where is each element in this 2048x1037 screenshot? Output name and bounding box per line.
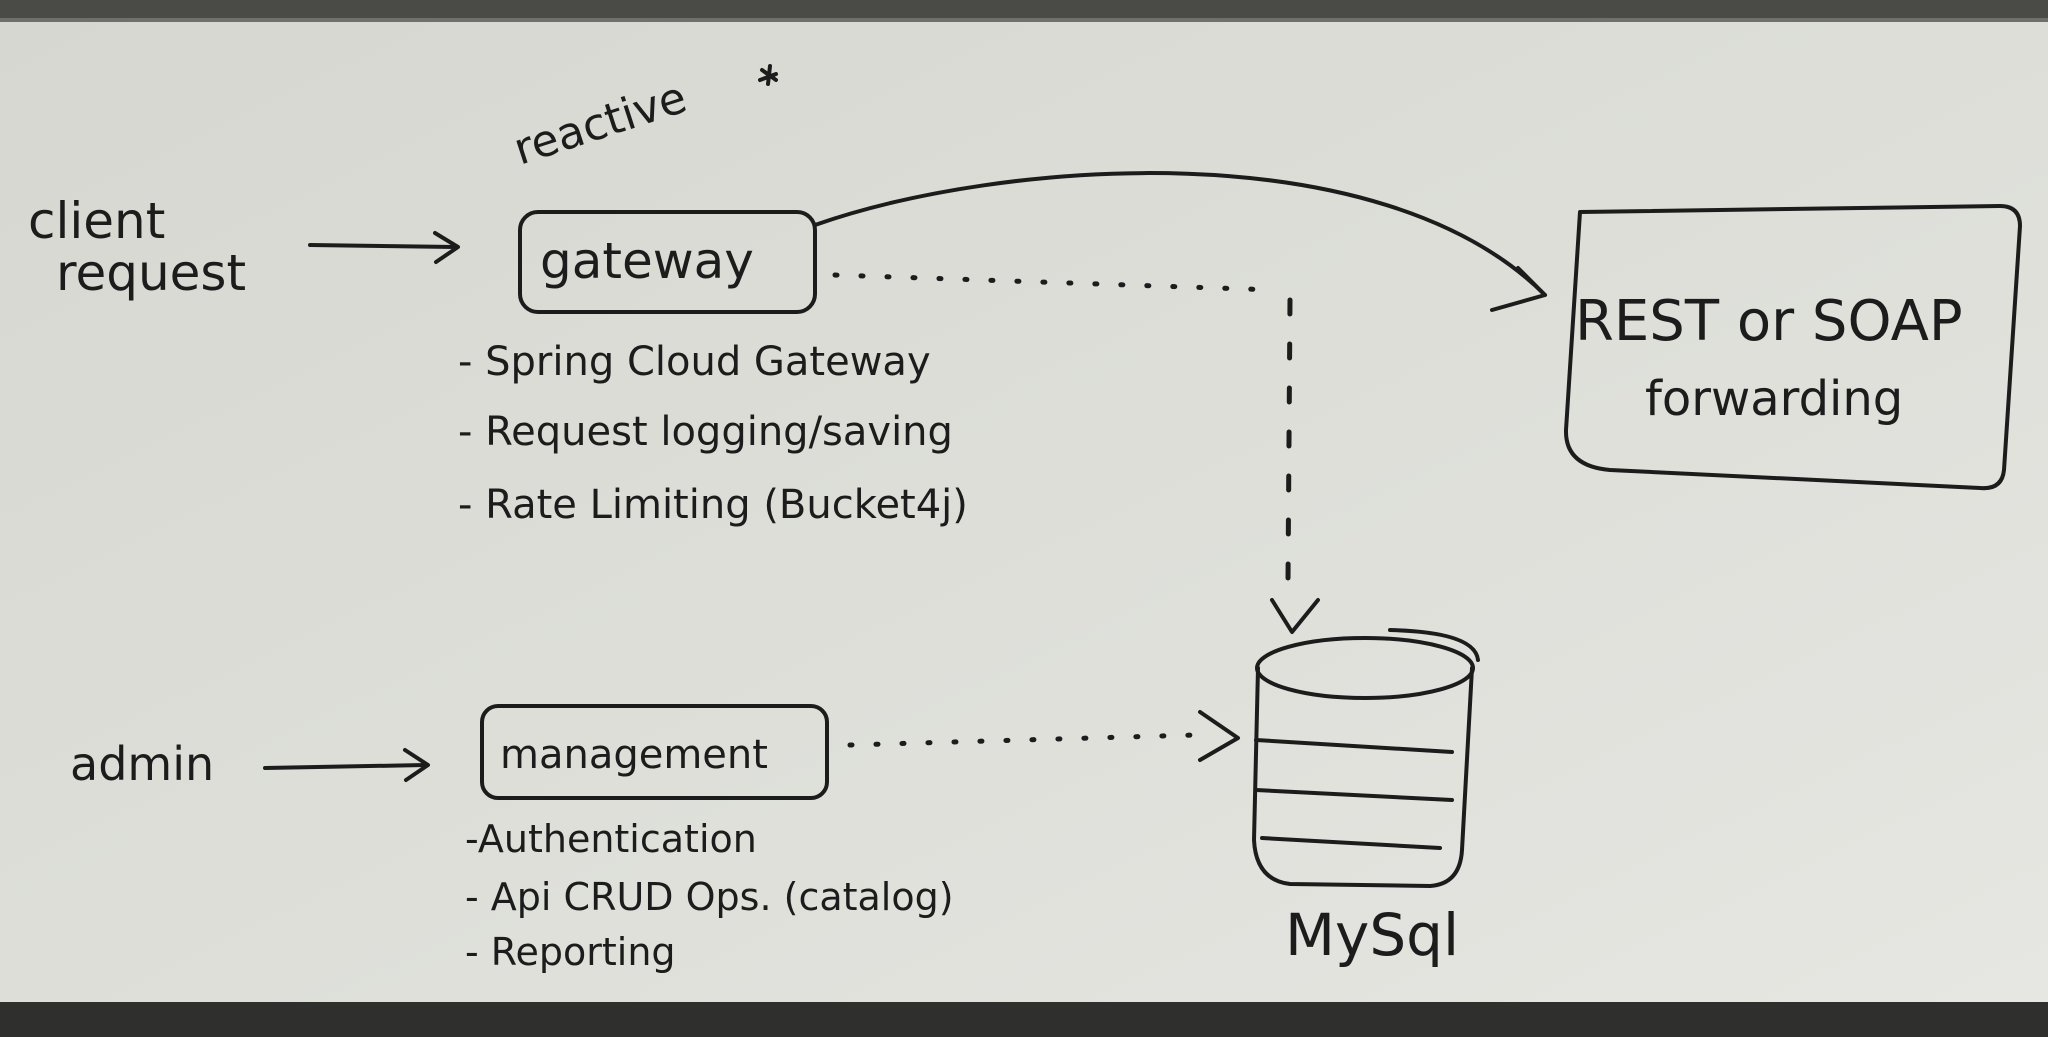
forward-arrowhead — [1490, 266, 1547, 312]
request-label: request — [56, 244, 246, 302]
forward-arrow — [813, 171, 1547, 297]
gateway-bullet-1: - Spring Cloud Gateway — [458, 339, 931, 385]
admin-arrow — [263, 748, 430, 782]
gateway-box — [518, 210, 817, 314]
bottom-rail — [0, 1002, 2048, 1037]
gateway-label: gateway — [540, 232, 754, 290]
management-bullet-2: - Api CRUD Ops. (catalog) — [465, 875, 954, 919]
forwarding-box — [1563, 204, 2022, 491]
database-icon — [1252, 628, 1480, 888]
gateway-db-arrowhead — [1270, 598, 1320, 634]
management-box — [480, 704, 829, 800]
management-db-arrowhead — [1198, 710, 1240, 762]
management-bullet-3: - Reporting — [465, 930, 676, 974]
board-surface — [0, 22, 2048, 1002]
management-db-dotted-line — [847, 732, 1198, 748]
database-label: MySql — [1285, 901, 1459, 969]
forwarding-line-1: REST or SOAP — [1575, 289, 1963, 354]
admin-label: admin — [70, 737, 214, 791]
management-label: management — [500, 732, 768, 778]
gateway-db-dotted-line — [832, 272, 1278, 293]
client-arrow — [308, 231, 460, 264]
top-rail — [0, 0, 2048, 18]
forwarding-line-2: forwarding — [1645, 371, 1903, 427]
client-label: client — [28, 192, 165, 250]
gateway-db-dashed-line — [1285, 297, 1293, 583]
gateway-bullet-2: - Request logging/saving — [458, 409, 953, 455]
asterisk-icon — [758, 64, 778, 86]
gateway-bullet-3: - Rate Limiting (Bucket4j) — [458, 482, 968, 528]
management-bullet-1: -Authentication — [465, 817, 757, 861]
